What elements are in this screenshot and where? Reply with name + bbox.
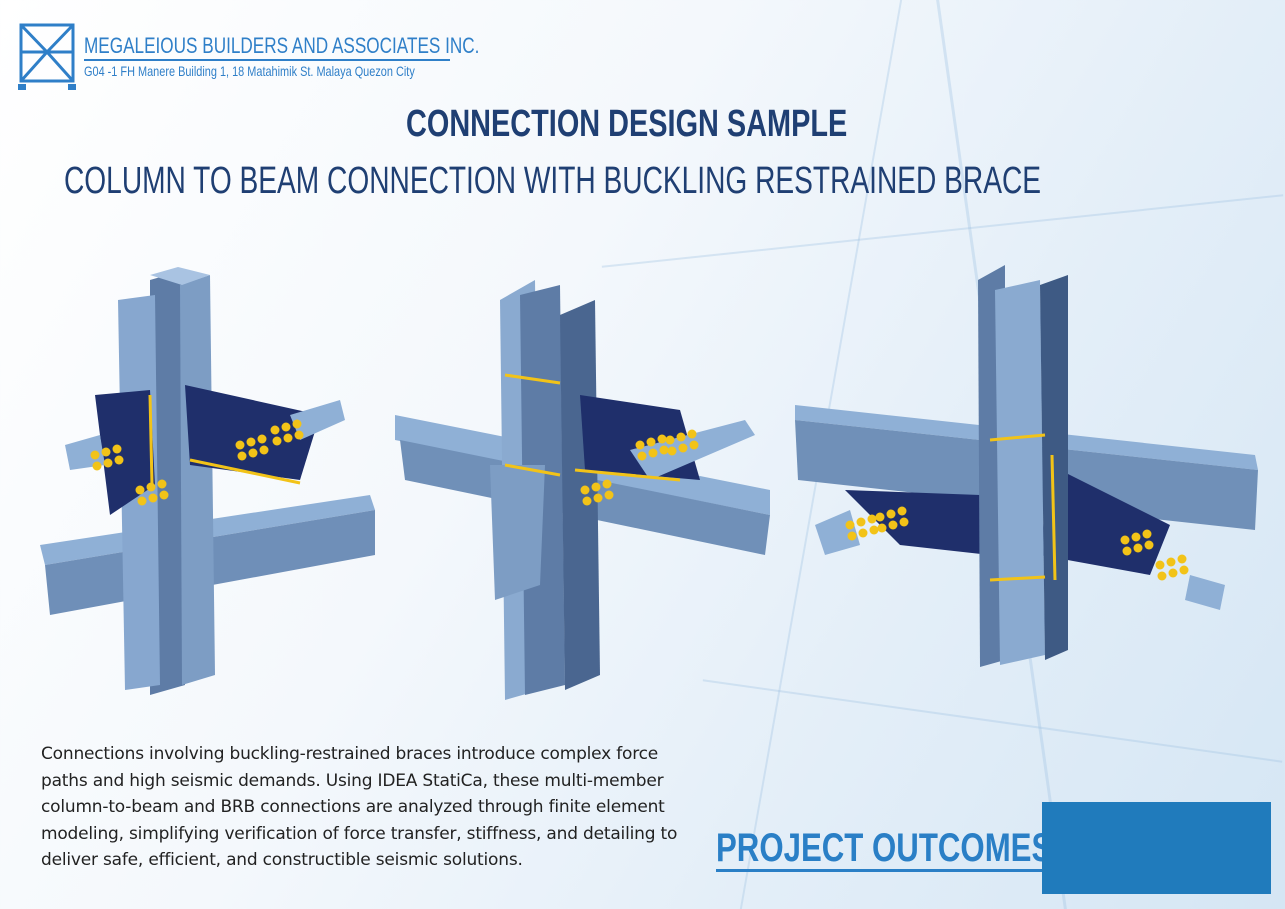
project-outcomes-link[interactable]: PROJECT OUTCOMES bbox=[716, 826, 1147, 872]
connection-illustrations bbox=[40, 265, 1258, 700]
company-name: MEGALEIOUS BUILDERS AND ASSOCIATES INC. bbox=[84, 33, 591, 59]
company-logo bbox=[18, 23, 76, 90]
page-title-text: CONNECTION DESIGN SAMPLE bbox=[406, 103, 848, 145]
page-subtitle: COLUMN TO BEAM CONNECTION WITH BUCKLING … bbox=[64, 160, 1285, 203]
accent-box bbox=[1042, 802, 1271, 894]
company-address-text: G04 -1 FH Manere Building 1, 18 Matahimi… bbox=[84, 63, 415, 79]
header-divider bbox=[84, 59, 450, 61]
page-title: CONNECTION DESIGN SAMPLE bbox=[406, 103, 987, 146]
connection-model-3 bbox=[795, 265, 1258, 667]
connection-model-2 bbox=[395, 280, 770, 700]
description-paragraph: Connections involving buckling-restraine… bbox=[41, 744, 678, 870]
connection-model-1 bbox=[40, 267, 375, 695]
project-outcomes-link-text[interactable]: PROJECT OUTCOMES bbox=[716, 826, 1053, 872]
page-subtitle-text: COLUMN TO BEAM CONNECTION WITH BUCKLING … bbox=[64, 160, 1042, 202]
company-address: G04 -1 FH Manere Building 1, 18 Matahimi… bbox=[84, 63, 508, 79]
company-name-text: MEGALEIOUS BUILDERS AND ASSOCIATES INC. bbox=[84, 33, 480, 58]
